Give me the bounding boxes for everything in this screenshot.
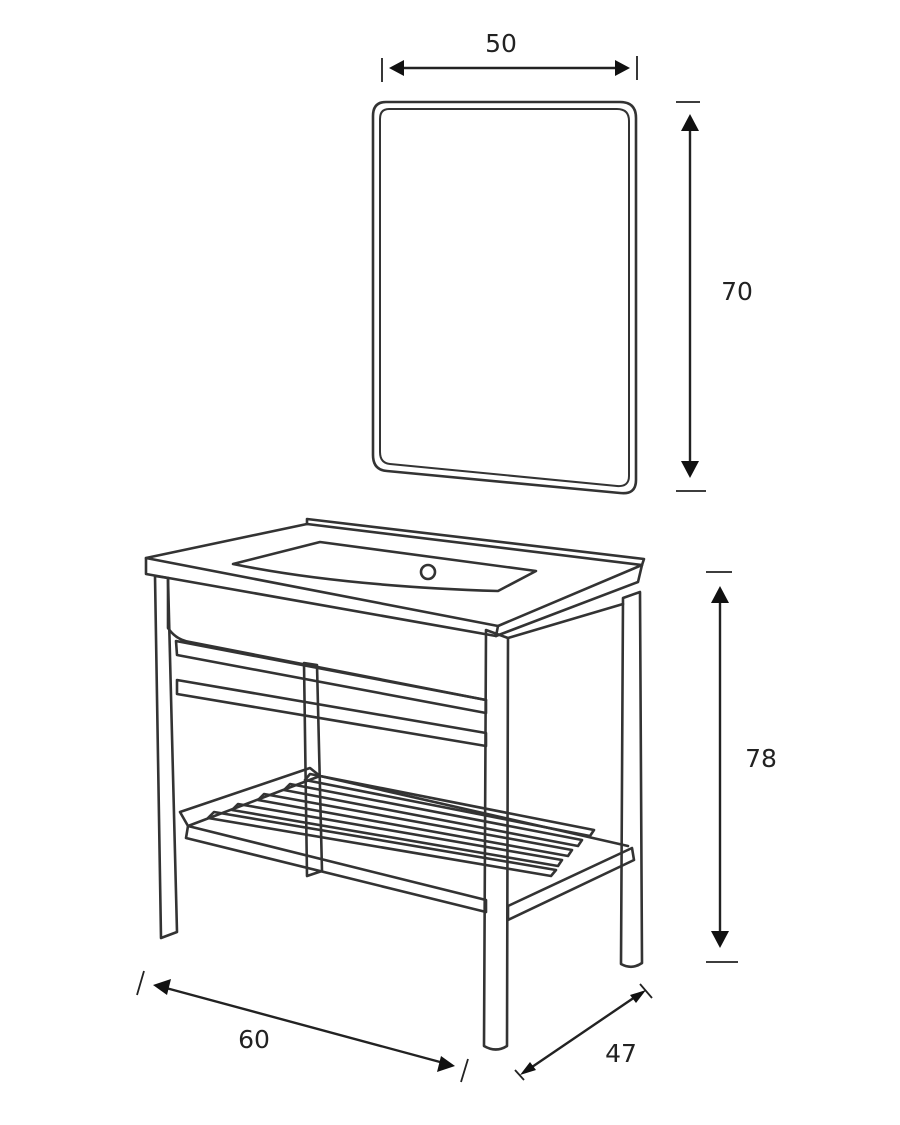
tap-hole (419, 563, 437, 581)
shelf-front-rail (184, 824, 488, 914)
countertop-front-edge (144, 556, 500, 638)
mirror-width-label: 50 (485, 29, 517, 58)
shelf-slats (206, 772, 596, 878)
arrowhead-up-right (630, 990, 646, 1003)
arrowhead-down (711, 931, 729, 948)
front-lower-rail (175, 678, 488, 748)
side-upper-rail (506, 602, 625, 640)
right-front-leg (482, 628, 510, 1051)
arrowhead-down-left (520, 1062, 536, 1075)
backsplash (305, 517, 646, 567)
vanity-depth-label: 47 (605, 1039, 637, 1068)
arrowhead-down (681, 461, 699, 478)
arrowhead-up (711, 586, 729, 603)
dimension-mirror-width (381, 56, 638, 82)
vanity-width-label: 60 (238, 1025, 270, 1054)
left-front-leg (153, 574, 179, 940)
right-back-leg (619, 590, 644, 969)
mirror-outer-frame (371, 100, 638, 495)
dimension-vanity-height (706, 571, 738, 963)
sink-apron (166, 576, 488, 702)
vanity-height-label: 78 (745, 744, 777, 773)
countertop-side-edge (494, 563, 644, 638)
arrowhead-up (681, 114, 699, 131)
dimension-mirror-height (676, 101, 706, 492)
basin-bowl (231, 540, 538, 593)
mirror-height-label: 70 (721, 277, 753, 306)
arrowhead-right (615, 60, 630, 76)
vanity-unit (144, 517, 646, 1051)
mirror-inner-frame (379, 108, 630, 488)
arrowhead-right (437, 1056, 455, 1072)
dimension-vanity-width (136, 970, 469, 1083)
shelf-right-rail (506, 846, 636, 922)
arrowhead-left (389, 60, 404, 76)
dimension-vanity-depth (514, 983, 653, 1081)
front-upper-rail (174, 639, 488, 715)
mirror (371, 100, 638, 495)
countertop-top-surface (144, 522, 644, 628)
arrowhead-left (153, 979, 171, 995)
